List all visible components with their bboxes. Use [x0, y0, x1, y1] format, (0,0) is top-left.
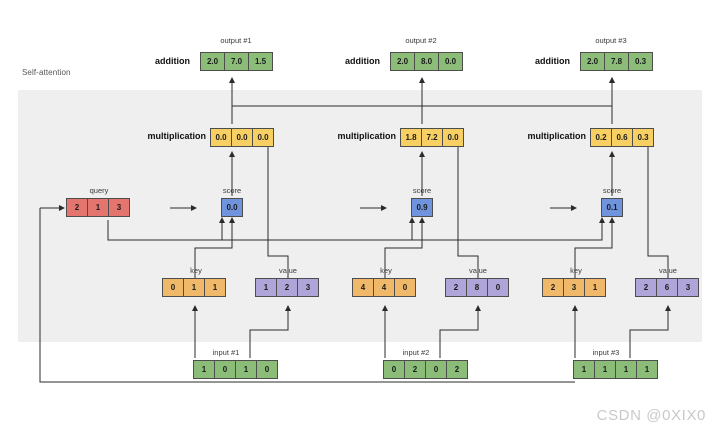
- query-caption: query: [89, 186, 109, 195]
- value-cell: 6: [656, 278, 678, 297]
- addition-label-1: addition: [155, 56, 190, 66]
- score-cell: 0.1: [601, 198, 623, 217]
- key-vector-3: 2 3 1: [542, 278, 606, 297]
- value-cell: 3: [677, 278, 699, 297]
- key-caption-3: key: [570, 266, 582, 275]
- multiplication-label-3: multiplication: [527, 131, 587, 141]
- output-cell: 7.0: [224, 52, 249, 71]
- multiplication-cell: 0.2: [590, 128, 612, 147]
- input-caption-1: input #1: [212, 348, 240, 357]
- multiplication-cell: 0.0: [210, 128, 232, 147]
- query-cell: 2: [66, 198, 88, 217]
- output-cell: 2.0: [390, 52, 415, 71]
- multiplication-vector-3: 0.2 0.6 0.3: [590, 128, 654, 147]
- value-cell: 2: [445, 278, 467, 297]
- value-vector-2: 2 8 0: [445, 278, 509, 297]
- output-caption-2: output #2: [405, 36, 437, 45]
- score-caption-1: score: [222, 186, 242, 195]
- score-box-3: 0.1: [601, 198, 623, 217]
- value-cell: 2: [276, 278, 298, 297]
- key-cell: 1: [204, 278, 226, 297]
- output-cell: 2.0: [580, 52, 605, 71]
- input-cell: 2: [404, 360, 426, 379]
- output-cell: 0.0: [438, 52, 463, 71]
- key-cell: 3: [563, 278, 585, 297]
- input-caption-3: input #3: [592, 348, 620, 357]
- output-vector-3: 2.0 7.8 0.3: [580, 52, 653, 71]
- output-caption-3: output #3: [595, 36, 627, 45]
- input-cell: 1: [235, 360, 257, 379]
- multiplication-label-2: multiplication: [337, 131, 397, 141]
- value-caption-2: value: [469, 266, 487, 275]
- key-vector-2: 4 4 0: [352, 278, 416, 297]
- output-cell: 1.5: [248, 52, 273, 71]
- score-box-2: 0.9: [411, 198, 433, 217]
- multiplication-cell: 0.0: [231, 128, 253, 147]
- addition-label-2: addition: [345, 56, 380, 66]
- key-caption-2: key: [380, 266, 392, 275]
- key-cell: 1: [183, 278, 205, 297]
- input-caption-2: input #2: [402, 348, 430, 357]
- value-caption-3: value: [659, 266, 677, 275]
- input-cell: 0: [256, 360, 278, 379]
- key-caption-1: key: [190, 266, 202, 275]
- watermark: CSDN @0XIX0: [596, 407, 706, 424]
- output-cell: 8.0: [414, 52, 439, 71]
- value-cell: 0: [487, 278, 509, 297]
- input-cell: 1: [594, 360, 616, 379]
- query-vector: 2 1 3: [66, 198, 130, 217]
- key-cell: 4: [373, 278, 395, 297]
- input-cell: 0: [383, 360, 405, 379]
- input-cell: 1: [615, 360, 637, 379]
- multiplication-cell: 0.0: [252, 128, 274, 147]
- multiplication-cell: 0.6: [611, 128, 633, 147]
- score-cell: 0.0: [221, 198, 243, 217]
- addition-label-3: addition: [535, 56, 570, 66]
- score-cell: 0.9: [411, 198, 433, 217]
- output-cell: 7.8: [604, 52, 629, 71]
- score-caption-3: score: [602, 186, 622, 195]
- value-caption-1: value: [279, 266, 297, 275]
- query-cell: 3: [108, 198, 130, 217]
- multiplication-vector-2: 1.8 7.2 0.0: [400, 128, 464, 147]
- key-cell: 2: [542, 278, 564, 297]
- key-cell: 0: [394, 278, 416, 297]
- value-vector-1: 1 2 3: [255, 278, 319, 297]
- multiplication-cell: 7.2: [421, 128, 443, 147]
- input-cell: 1: [636, 360, 658, 379]
- output-cell: 2.0: [200, 52, 225, 71]
- output-vector-2: 2.0 8.0 0.0: [390, 52, 463, 71]
- multiplication-cell: 1.8: [400, 128, 422, 147]
- key-cell: 1: [584, 278, 606, 297]
- input-vector-3: 1 1 1 1: [573, 360, 658, 379]
- output-cell: 0.3: [628, 52, 653, 71]
- input-cell: 2: [446, 360, 468, 379]
- multiplication-cell: 0.3: [632, 128, 654, 147]
- output-vector-1: 2.0 7.0 1.5: [200, 52, 273, 71]
- multiplication-label-1: multiplication: [147, 131, 207, 141]
- query-cell: 1: [87, 198, 109, 217]
- key-cell: 0: [162, 278, 184, 297]
- input-cell: 0: [214, 360, 236, 379]
- value-vector-3: 2 6 3: [635, 278, 699, 297]
- input-vector-1: 1 0 1 0: [193, 360, 278, 379]
- multiplication-vector-1: 0.0 0.0 0.0: [210, 128, 274, 147]
- key-cell: 4: [352, 278, 374, 297]
- input-vector-2: 0 2 0 2: [383, 360, 468, 379]
- input-cell: 1: [573, 360, 595, 379]
- input-cell: 1: [193, 360, 215, 379]
- key-vector-1: 0 1 1: [162, 278, 226, 297]
- score-caption-2: score: [412, 186, 432, 195]
- input-cell: 0: [425, 360, 447, 379]
- self-attention-label: Self-attention: [22, 68, 71, 77]
- value-cell: 3: [297, 278, 319, 297]
- score-box-1: 0.0: [221, 198, 243, 217]
- multiplication-cell: 0.0: [442, 128, 464, 147]
- value-cell: 1: [255, 278, 277, 297]
- value-cell: 2: [635, 278, 657, 297]
- value-cell: 8: [466, 278, 488, 297]
